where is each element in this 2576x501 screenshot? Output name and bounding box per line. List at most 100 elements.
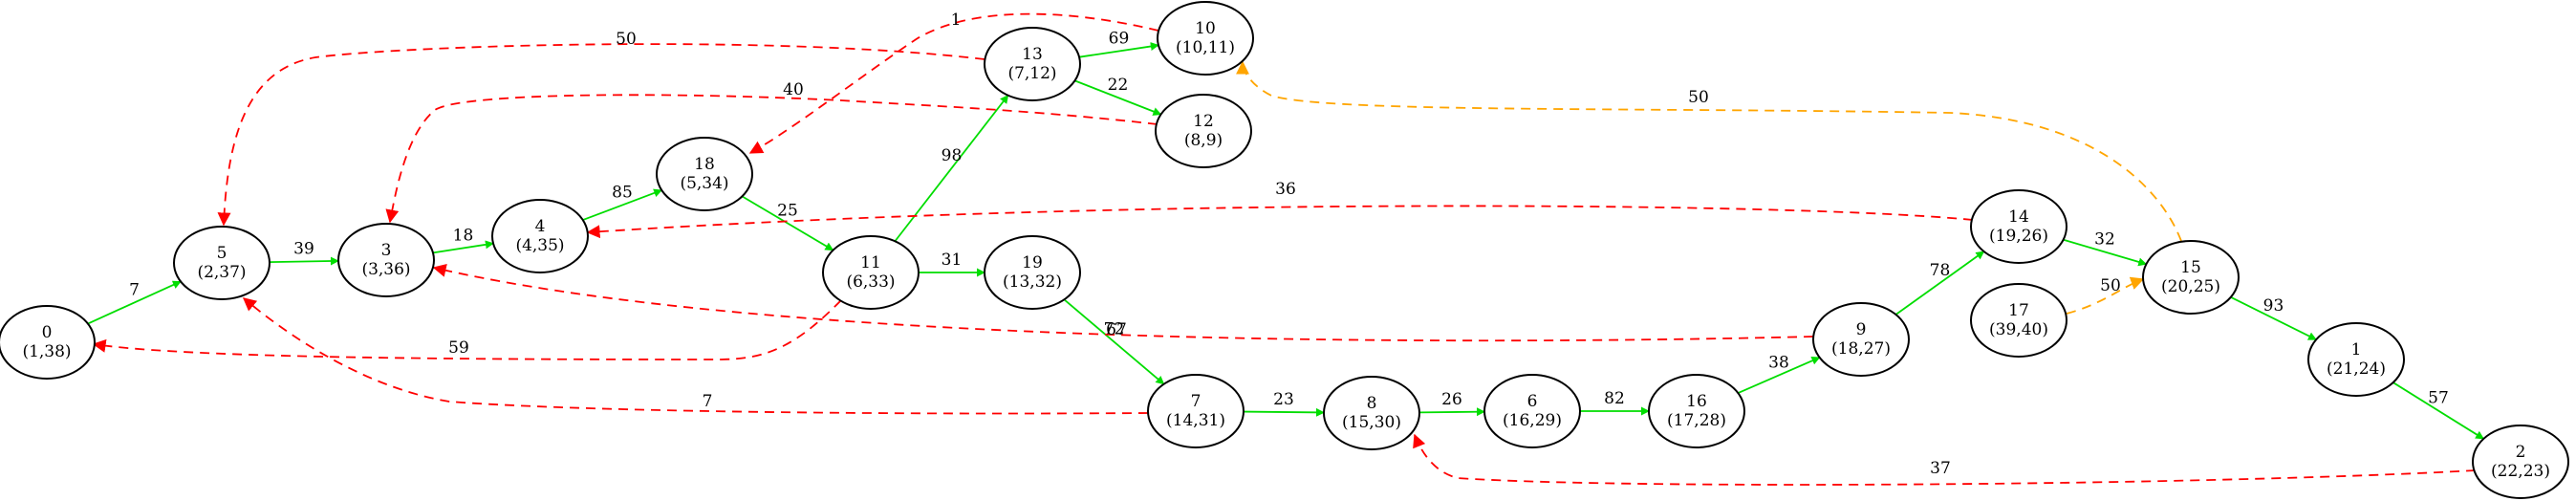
node-times-label: (21,24) (2327, 359, 2386, 379)
edge-weight-label-7-to-8: 23 (1273, 390, 1294, 409)
edge-back-14-to-4 (586, 205, 1974, 239)
node-id-label: 13 (1022, 45, 1043, 64)
node-ellipse (1970, 283, 2067, 358)
edge-weight-label-14-to-15: 32 (2094, 230, 2115, 250)
node-ellipse (1483, 374, 1581, 448)
node-times-label: (15,30) (1342, 413, 1401, 432)
node-id-label: 8 (1367, 394, 1377, 413)
edge-back-10-to-18 (748, 12, 1159, 154)
edge-weight-label-9-to-14: 78 (1930, 261, 1951, 280)
edge-tree-1-to-2 (2392, 381, 2485, 440)
graph-node-18: 18(5,34) (656, 137, 753, 211)
node-times-label: (39,40) (1989, 320, 2048, 339)
node-times-label: (16,29) (1503, 411, 1562, 430)
edge-tree-11-to-13 (894, 95, 1009, 242)
node-id-label: 19 (1022, 253, 1043, 272)
node-ellipse (337, 223, 435, 297)
node-id-label: 4 (535, 217, 546, 236)
edge-tree-0-to-5 (87, 280, 182, 325)
graph-node-15: 15(20,25) (2142, 240, 2240, 315)
node-ellipse (984, 235, 1081, 310)
node-times-label: (4,35) (515, 236, 564, 255)
graph-node-13: 13(7,12) (984, 27, 1081, 101)
edge-back-9-to-3 (432, 264, 1814, 342)
edge-weight-label-3-to-4: 18 (453, 227, 474, 246)
edge-weight-label-18-to-11: 25 (777, 202, 798, 221)
node-id-label: 7 (1191, 392, 1201, 411)
node-ellipse (1157, 1, 1254, 76)
edge-weight-label-4-to-18: 85 (612, 184, 633, 203)
node-ellipse (822, 235, 920, 310)
edge-tree-4-to-18 (582, 188, 663, 221)
edge-weight-label-14-to-4: 36 (1275, 180, 1296, 199)
edge-weight-label-8-to-6: 26 (1441, 390, 1462, 409)
graph-node-16: 16(17,28) (1648, 374, 1745, 448)
node-id-label: 14 (2008, 207, 2029, 227)
edge-weight-label-1-to-2: 57 (2428, 389, 2449, 408)
edge-weight-label-10-to-18: 1 (951, 11, 962, 30)
node-id-label: 9 (1856, 320, 1867, 339)
graph-node-1: 1(21,24) (2307, 322, 2405, 397)
graph-node-19: 19(13,32) (984, 235, 1081, 310)
graph-node-4: 4(4,35) (491, 199, 589, 273)
edge-tree-14-to-15 (2063, 238, 2148, 267)
edge-weight-label-9-to-3: 67 (1106, 320, 1127, 339)
edge-weight-label-11-to-13: 98 (942, 146, 963, 165)
node-times-label: (7,12) (1007, 64, 1056, 83)
edge-weight-label-13-to-5: 50 (616, 30, 637, 49)
edge-weight-label-11-to-19: 31 (942, 250, 963, 270)
edge-forward-15-to-10 (1236, 60, 2182, 242)
node-id-label: 5 (217, 244, 227, 263)
node-ellipse (1812, 302, 1910, 377)
edge-tree-19-to-7 (1063, 298, 1165, 385)
node-ellipse (1970, 189, 2067, 264)
node-ellipse (1155, 94, 1252, 168)
node-ellipse (1147, 374, 1245, 448)
graph-node-11: 11(6,33) (822, 235, 920, 310)
node-id-label: 3 (381, 241, 392, 260)
node-ellipse (984, 27, 1081, 101)
node-id-label: 18 (694, 155, 715, 174)
node-id-label: 15 (2180, 258, 2201, 277)
node-times-label: (3,36) (361, 260, 410, 279)
graph-node-8: 8(15,30) (1323, 376, 1420, 450)
node-times-label: (6,33) (846, 272, 895, 292)
edge-tree-7-to-8 (1243, 407, 1325, 417)
edge-tree-3-to-4 (432, 240, 494, 254)
node-ellipse (2472, 425, 2569, 499)
node-ellipse (2142, 240, 2240, 315)
node-times-label: (14,31) (1166, 411, 1225, 430)
edge-tree-5-to-3 (269, 256, 339, 266)
node-id-label: 0 (42, 323, 53, 342)
node-times-label: (10,11) (1176, 38, 1235, 57)
edge-weight-label-12-to-3: 40 (783, 80, 804, 99)
graph-node-14: 14(19,26) (1970, 189, 2067, 264)
node-id-label: 17 (2008, 301, 2029, 320)
node-ellipse (1323, 376, 1420, 450)
graph-node-5: 5(2,37) (173, 226, 271, 300)
node-times-label: (13,32) (1003, 272, 1062, 292)
graph-node-12: 12(8,9) (1155, 94, 1252, 168)
node-id-label: 16 (1686, 392, 1707, 411)
edge-weight-label-15-to-10: 50 (1688, 88, 1709, 107)
edge-weight-label-11-to-0: 59 (448, 338, 469, 358)
edge-weight-label-16-to-9: 38 (1768, 354, 1789, 373)
graph-node-3: 3(3,36) (337, 223, 435, 297)
node-times-label: (22,23) (2491, 462, 2550, 481)
node-id-label: 6 (1527, 392, 1538, 411)
node-id-label: 10 (1195, 19, 1216, 38)
edge-weight-label-15-to-1: 93 (2263, 296, 2284, 316)
edges-layer (87, 12, 2485, 486)
edge-weight-label-13-to-12: 22 (1108, 76, 1129, 95)
edge-back-2-to-8 (1413, 433, 2477, 486)
graph-node-6: 6(16,29) (1483, 374, 1581, 448)
edge-tree-15-to-1 (2230, 295, 2317, 341)
edge-back-13-to-5 (217, 43, 985, 227)
edge-tree-13-to-10 (1078, 42, 1159, 58)
node-id-label: 2 (2516, 443, 2526, 462)
node-times-label: (2,37) (197, 263, 246, 282)
edge-weight-label-5-to-3: 39 (293, 240, 314, 259)
